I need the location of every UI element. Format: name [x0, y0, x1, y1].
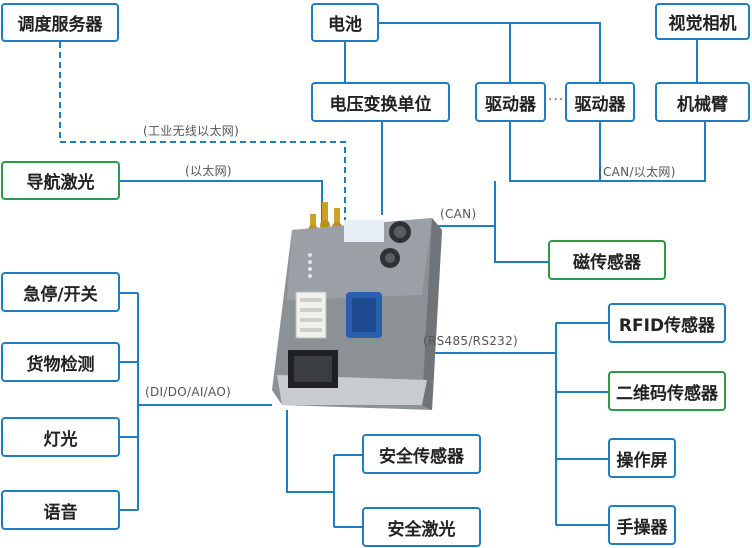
safety-line [286, 410, 334, 493]
driver-1-box[interactable]: 驱动器 [475, 82, 546, 122]
qr-sensor-label: 二维码传感器 [616, 383, 718, 404]
dispatch-server-label: 调度服务器 [17, 15, 103, 35]
light-box[interactable]: 灯光 [1, 417, 120, 457]
driver1-can-line [509, 122, 706, 182]
battery-box[interactable]: 电池 [311, 3, 379, 42]
controller-unit [272, 202, 442, 410]
controller-label [344, 220, 384, 242]
status-leds [308, 253, 312, 278]
dispatch-server-box[interactable]: 调度服务器 [1, 3, 119, 42]
safety-sensor-box[interactable]: 安全传感器 [362, 434, 481, 474]
touch-screen-box[interactable]: 操作屏 [608, 438, 676, 478]
safety-laser-label: 安全激光 [387, 519, 456, 540]
battery-driver-line [379, 22, 601, 82]
voltage-unit-label: 电压变换单位 [329, 94, 432, 115]
driver-2-label: 驱动器 [574, 94, 626, 115]
vision-camera-box[interactable]: 视觉相机 [655, 3, 750, 40]
touch-screen-label: 操作屏 [616, 450, 668, 471]
estop-switch-label: 急停/开关 [23, 284, 98, 305]
can-label: (CAN) [440, 207, 477, 221]
voice-label: 语音 [43, 502, 78, 523]
voice-box[interactable]: 语音 [1, 490, 120, 530]
ethernet-label: (以太网) [185, 164, 232, 178]
rfid-sensor-box[interactable]: RFID传感器 [608, 303, 726, 343]
industrial-wifi-label: (工业无线以太网) [143, 124, 240, 138]
round-connector-icon [380, 221, 411, 268]
nav-laser-label: 导航激光 [26, 173, 95, 193]
battery-label: 电池 [328, 15, 362, 35]
voltage-unit-box[interactable]: 电压变换单位 [311, 82, 450, 122]
handheld-box[interactable]: 手操器 [608, 505, 676, 545]
driver-ellipsis: ··· [548, 92, 565, 108]
safety-laser-box[interactable]: 安全激光 [362, 507, 481, 547]
vision-camera-label: 视觉相机 [668, 14, 737, 34]
magnetic-sensor-label: 磁传感器 [573, 252, 641, 273]
driver-1-label: 驱动器 [485, 94, 536, 115]
rfid-sensor-label: RFID传感器 [618, 315, 716, 336]
light-label: 灯光 [43, 429, 78, 450]
rs485-label: (RS485/RS232) [423, 334, 519, 348]
cargo-detect-label: 货物检测 [26, 354, 95, 375]
safety-sensor-label: 安全传感器 [379, 446, 464, 467]
robot-arm-label: 机械臂 [677, 94, 728, 115]
cargo-detect-box[interactable]: 货物检测 [1, 342, 120, 382]
robot-arm-box[interactable]: 机械臂 [655, 82, 750, 122]
driver-2-box[interactable]: 驱动器 [565, 82, 635, 122]
dio-label: (DI/DO/AI/AO) [145, 385, 232, 399]
handheld-label: 手操器 [616, 517, 668, 538]
magnetic-sensor-box[interactable]: 磁传感器 [548, 240, 666, 280]
can-ethernet-label: (CAN/以太网) [598, 165, 676, 179]
can-line [494, 181, 548, 263]
wifi-dashed-line [59, 42, 346, 224]
nav-laser-box[interactable]: 导航激光 [1, 161, 120, 200]
estop-switch-box[interactable]: 急停/开关 [1, 272, 120, 312]
qr-sensor-box[interactable]: 二维码传感器 [608, 371, 726, 411]
